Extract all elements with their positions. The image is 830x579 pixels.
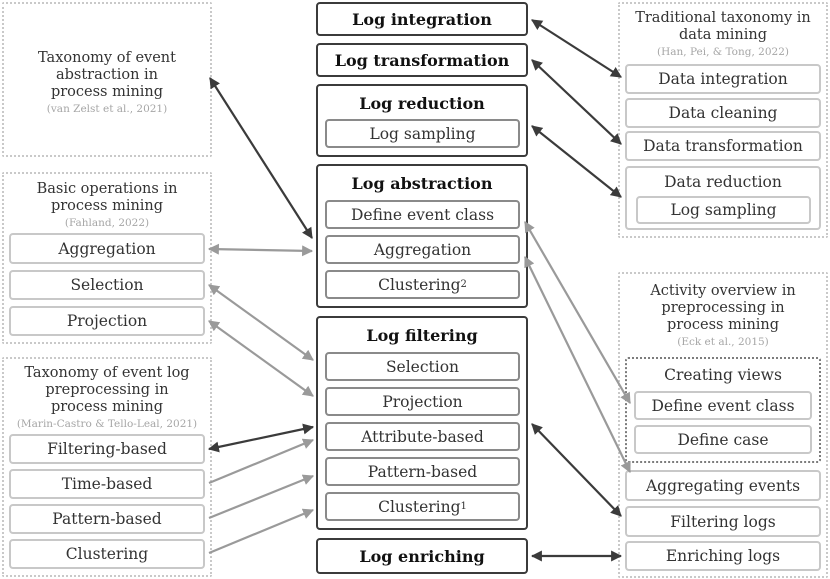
right-define-event-class: Define event class (634, 391, 812, 420)
right-data-cleaning: Data cleaning (625, 98, 821, 128)
log-reduction-sampling: Log sampling (325, 119, 520, 148)
right-top-citation: (Han, Pei, & Tong, 2022) (657, 46, 789, 58)
right-bottom-citation: (Eck et al., 2015) (677, 336, 769, 348)
log-filtering-box: Log filtering Selection Projection Attri… (316, 316, 528, 530)
right-top-panel: Traditional taxonomy in data mining (Han… (618, 2, 828, 238)
abstraction-aggregation: Aggregation (325, 235, 520, 264)
arrow-transformation (531, 59, 622, 145)
filtering-projection: Projection (325, 387, 520, 416)
filtering-attribute-based: Attribute-based (325, 422, 520, 451)
left-bottom-citation: (Marin-Castro & Tello-Leal, 2021) (16, 418, 198, 430)
left-mid-title: Basic operations in process mining (Fahl… (8, 181, 206, 230)
left-bottom-panel: Taxonomy of event log preprocessing in p… (2, 357, 212, 577)
left-clustering: Clustering (9, 539, 205, 569)
log-reduction-box: Log reduction Log sampling (316, 84, 528, 157)
right-data-reduction: Data reduction Log sampling (625, 166, 821, 230)
left-mid-citation: (Fahland, 2022) (64, 217, 150, 229)
left-bottom-title: Taxonomy of event log preprocessing in p… (8, 365, 206, 431)
creating-views-title: Creating views (664, 366, 782, 384)
log-enriching-label: Log enriching (359, 546, 485, 566)
left-top-panel: Taxonomy of event abstraction in process… (2, 2, 212, 157)
right-enriching-logs: Enriching logs (625, 541, 821, 571)
left-top-citation: (van Zelst et al., 2021) (46, 103, 168, 115)
arrow-projection (208, 320, 314, 397)
left-top-title: Taxonomy of event abstraction in process… (8, 50, 206, 116)
left-aggregation: Aggregation (9, 233, 205, 264)
right-aggregating-events: Aggregating events (625, 470, 821, 501)
right-define-case: Define case (634, 425, 812, 454)
left-selection: Selection (9, 270, 205, 300)
left-projection: Projection (9, 306, 205, 336)
arrow-selection (208, 284, 314, 361)
arrow-aggregating-events (524, 256, 631, 473)
arrow-pattern-based (208, 474, 315, 520)
log-abstraction-box: Log abstraction Define event class Aggre… (316, 164, 528, 308)
filtering-pattern-based: Pattern-based (325, 457, 520, 486)
log-transformation-box: Log transformation (316, 43, 528, 77)
log-transformation-label: Log transformation (334, 50, 510, 70)
right-bottom-title: Activity overview in preprocessing in pr… (624, 283, 822, 349)
log-integration-box: Log integration (316, 2, 528, 36)
arrow-filtering-based (207, 423, 315, 453)
log-filtering-title: Log filtering (366, 326, 478, 345)
arrow-reduction (531, 125, 622, 198)
right-log-sampling: Log sampling (636, 196, 811, 224)
log-enriching-box: Log enriching (316, 538, 528, 574)
arrow-aggregation (207, 243, 314, 257)
arrow-clustering (208, 508, 315, 555)
left-pattern-based: Pattern-based (9, 504, 205, 534)
left-time-based: Time-based (9, 469, 205, 499)
abstraction-define-event-class: Define event class (325, 200, 520, 229)
right-data-integration: Data integration (625, 64, 821, 94)
arrow-integration (531, 19, 622, 78)
log-reduction-title: Log reduction (359, 94, 485, 113)
left-mid-panel: Basic operations in process mining (Fahl… (2, 172, 212, 344)
left-filtering-based: Filtering-based (9, 434, 205, 464)
log-abstraction-title: Log abstraction (351, 174, 493, 193)
arrow-time-based (208, 438, 315, 485)
right-top-title: Traditional taxonomy in data mining (Han… (624, 10, 822, 59)
arrow-filtering-logs (531, 423, 622, 517)
right-data-reduction-title: Data reduction (664, 173, 782, 191)
arrow-define-event-class (524, 221, 631, 404)
right-data-transformation: Data transformation (625, 131, 821, 161)
arrow-event-abstraction (209, 77, 313, 239)
right-filtering-logs: Filtering logs (625, 506, 821, 537)
filtering-selection: Selection (325, 352, 520, 381)
log-integration-label: Log integration (352, 9, 492, 29)
